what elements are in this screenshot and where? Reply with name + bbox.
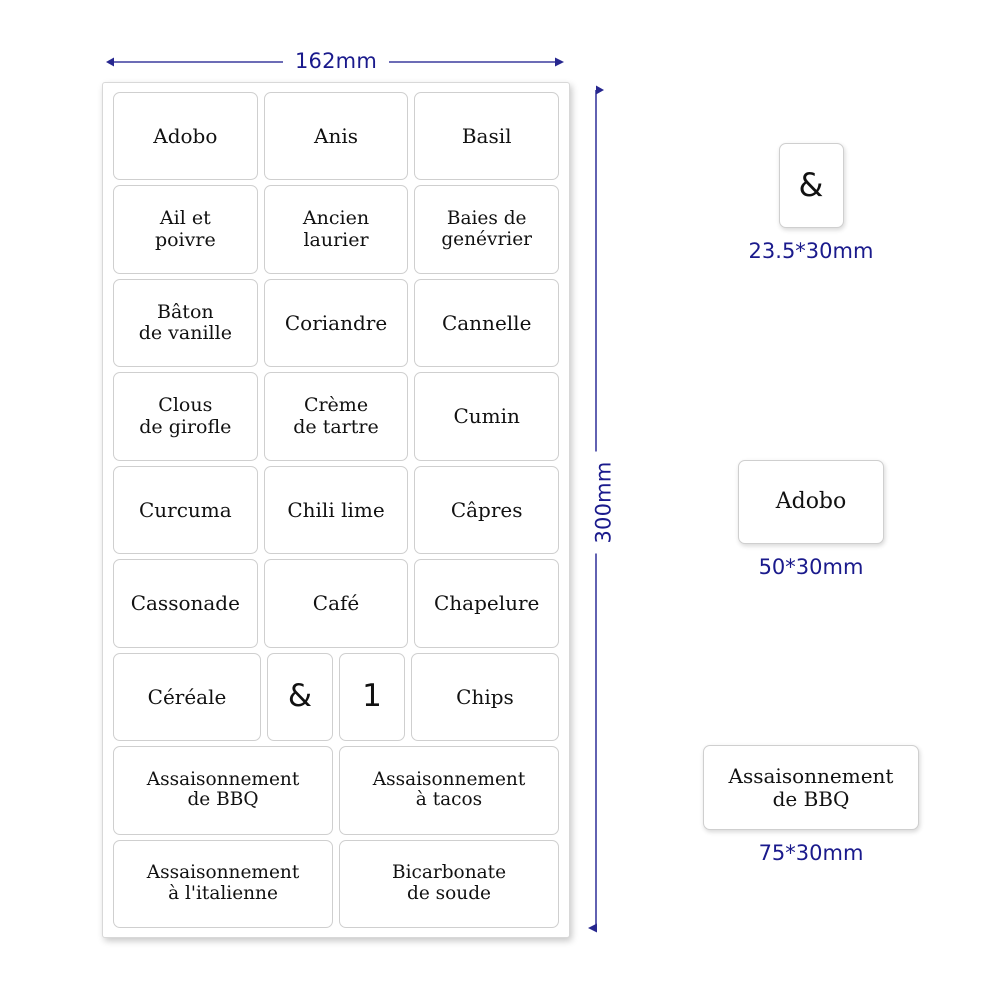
sample-swatch-ampersand: &: [778, 143, 844, 228]
label-cell[interactable]: Assaisonnement à tacos: [339, 746, 559, 835]
label-cell[interactable]: Anis: [263, 92, 409, 181]
width-dimension-value: 162mm: [283, 49, 389, 73]
label-cell[interactable]: Chips: [411, 652, 559, 742]
sample-label-50x30: Adobo 50*30mm: [738, 460, 884, 579]
sample-label-75x30: Assaisonnement de BBQ 75*30mm: [703, 745, 919, 865]
sample-caption-23x30: 23.5*30mm: [748, 239, 874, 263]
sample-label-23x30: & 23.5*30mm: [745, 143, 877, 263]
label-cell[interactable]: Assaisonnement à l'italienne: [113, 839, 333, 928]
label-cell[interactable]: Cannelle: [414, 278, 560, 368]
label-cell[interactable]: Crème de tartre: [263, 372, 409, 461]
label-cell[interactable]: Basil: [414, 92, 560, 181]
label-cell[interactable]: Curcuma: [113, 465, 258, 555]
sample-caption-75x30: 75*30mm: [758, 841, 864, 865]
label-cell[interactable]: Café: [263, 559, 409, 648]
label-cell[interactable]: Bicarbonate de soude: [339, 839, 559, 928]
label-cell[interactable]: Ancien laurier: [263, 185, 409, 274]
label-cell[interactable]: Baies de genévrier: [414, 185, 560, 274]
label-cell[interactable]: Bâton de vanille: [113, 278, 258, 368]
label-cell[interactable]: Assaisonnement de BBQ: [113, 746, 333, 835]
label-cell[interactable]: Ail et poivre: [113, 185, 258, 274]
sample-swatch-bbq: Assaisonnement de BBQ: [703, 745, 919, 830]
label-cell[interactable]: Câpres: [414, 465, 560, 555]
label-cell[interactable]: Adobo: [113, 92, 258, 181]
label-cell[interactable]: Cumin: [414, 372, 560, 461]
label-cell[interactable]: Chapelure: [414, 559, 560, 648]
sample-swatch-adobo: Adobo: [738, 460, 884, 544]
sample-caption-50x30: 50*30mm: [758, 555, 864, 579]
label-cell[interactable]: Clous de girofle: [113, 372, 258, 461]
label-cell[interactable]: Coriandre: [263, 278, 409, 368]
height-dimension-label: 300mm: [592, 451, 616, 554]
label-cell[interactable]: Cassonade: [113, 559, 258, 648]
height-dimension-value: 300mm: [592, 451, 616, 554]
label-cell[interactable]: &: [267, 652, 333, 742]
label-cell[interactable]: 1: [339, 652, 405, 742]
width-dimension-label: 162mm: [0, 49, 672, 73]
label-cell[interactable]: Chili lime: [263, 465, 409, 555]
label-cell[interactable]: Céréale: [113, 652, 261, 742]
